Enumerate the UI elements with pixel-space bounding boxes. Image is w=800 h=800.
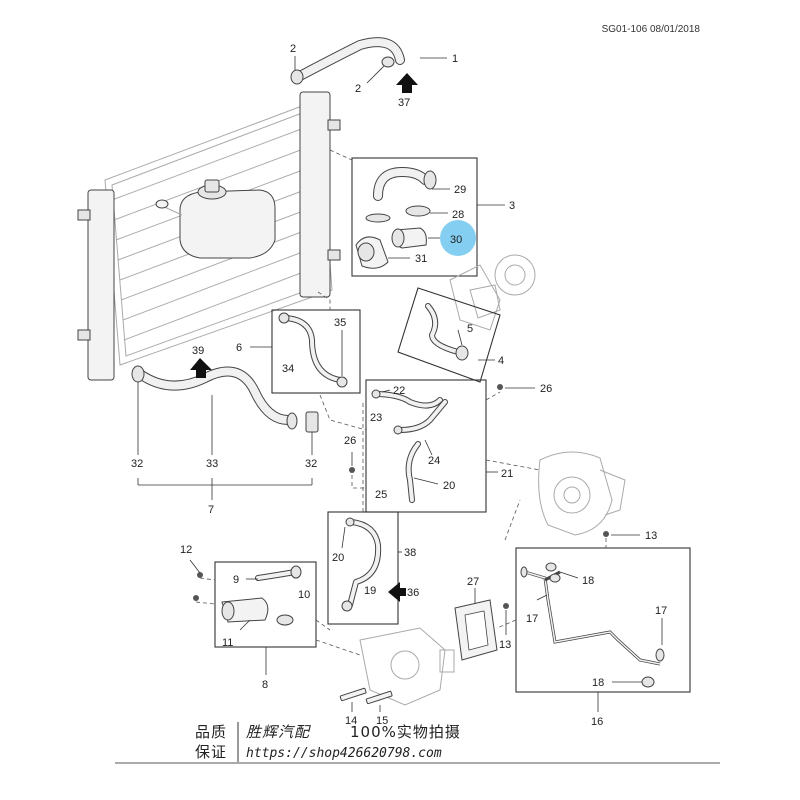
upper-radiator-hose	[290, 37, 405, 85]
callout-31: 31	[415, 253, 427, 265]
gasket	[454, 599, 498, 661]
callout-5: 5	[467, 323, 473, 335]
group-box-16	[515, 547, 691, 693]
callout-36: 36	[407, 587, 419, 599]
callout-26: 26	[344, 435, 356, 447]
group-box-6	[271, 309, 361, 394]
watermark-url: https://shop426620798.com	[246, 746, 442, 761]
watermark-slogan: 100%实物拍摄	[350, 723, 461, 741]
arrow-left-icon	[388, 582, 406, 602]
callout-19: 19	[364, 585, 376, 597]
group-box-4	[397, 287, 501, 383]
radiator	[77, 91, 341, 381]
callout-9: 9	[233, 574, 239, 586]
hose-clamp	[381, 56, 395, 68]
radiator-left-tank	[87, 189, 115, 381]
callout-32: 32	[131, 458, 143, 470]
turbocharger	[538, 451, 626, 536]
callout-16: 16	[591, 716, 603, 728]
hose-clamp	[290, 69, 304, 85]
callout-20: 20	[332, 552, 344, 564]
group-box-3	[351, 157, 478, 277]
callout-2: 2	[355, 83, 361, 95]
callout-17: 17	[526, 613, 538, 625]
highlight-circle	[440, 220, 476, 256]
callout-34: 34	[282, 363, 294, 375]
callout-24: 24	[428, 455, 440, 467]
watermark: 品质 保证 胜辉汽配 100%实物拍摄 https://shop42662079…	[115, 722, 720, 764]
bolt	[339, 687, 393, 705]
callout-10: 10	[298, 589, 310, 601]
diagram-reference: SG01-106 08/01/2018	[602, 24, 701, 35]
callout-13: 13	[499, 639, 511, 651]
callout-32: 32	[305, 458, 317, 470]
callout-33: 33	[206, 458, 218, 470]
callout-18: 18	[582, 575, 594, 587]
engine-part	[449, 254, 536, 331]
watermark-shop-name: 胜辉汽配	[246, 723, 311, 741]
coolant-reservoir	[155, 179, 276, 259]
callout-37: 37	[398, 97, 410, 109]
callout-4: 4	[498, 355, 504, 367]
callout-20: 20	[443, 480, 455, 492]
callout-39: 39	[192, 345, 204, 357]
callout-15: 15	[376, 715, 388, 727]
callout-8: 8	[262, 679, 268, 691]
callout-2: 2	[290, 43, 296, 55]
callout-28: 28	[452, 209, 464, 221]
callout-3: 3	[509, 200, 515, 212]
callout-25: 25	[375, 489, 387, 501]
callout-26: 26	[540, 383, 552, 395]
callout-13: 13	[645, 530, 657, 542]
callout-14: 14	[345, 715, 357, 727]
callout-30: 30	[450, 234, 462, 246]
watermark-quality: 品质	[195, 723, 227, 741]
callout-21: 21	[501, 468, 513, 480]
callout-18: 18	[592, 677, 604, 689]
callout-35: 35	[334, 317, 346, 329]
watermark-guarantee: 保证	[195, 743, 227, 761]
lower-radiator-hose	[131, 365, 319, 433]
callout-6: 6	[236, 342, 242, 354]
callout-1: 1	[452, 53, 458, 65]
arrow-down-icon	[190, 358, 212, 378]
callout-38: 38	[404, 547, 416, 559]
arrow-down-icon	[396, 73, 418, 93]
group-box-8	[214, 561, 317, 648]
callout-7: 7	[208, 504, 214, 516]
callout-17: 17	[655, 605, 667, 617]
group-box-38	[327, 511, 399, 625]
callout-12: 12	[180, 544, 192, 556]
callout-29: 29	[454, 184, 466, 196]
group-box-21	[365, 379, 487, 513]
callout-23: 23	[370, 412, 382, 424]
callout-22: 22	[393, 385, 405, 397]
callout-11: 11	[222, 637, 233, 649]
radiator-right-tank	[299, 91, 331, 298]
callout-27: 27	[467, 576, 479, 588]
water-outlet-housing	[359, 627, 455, 706]
